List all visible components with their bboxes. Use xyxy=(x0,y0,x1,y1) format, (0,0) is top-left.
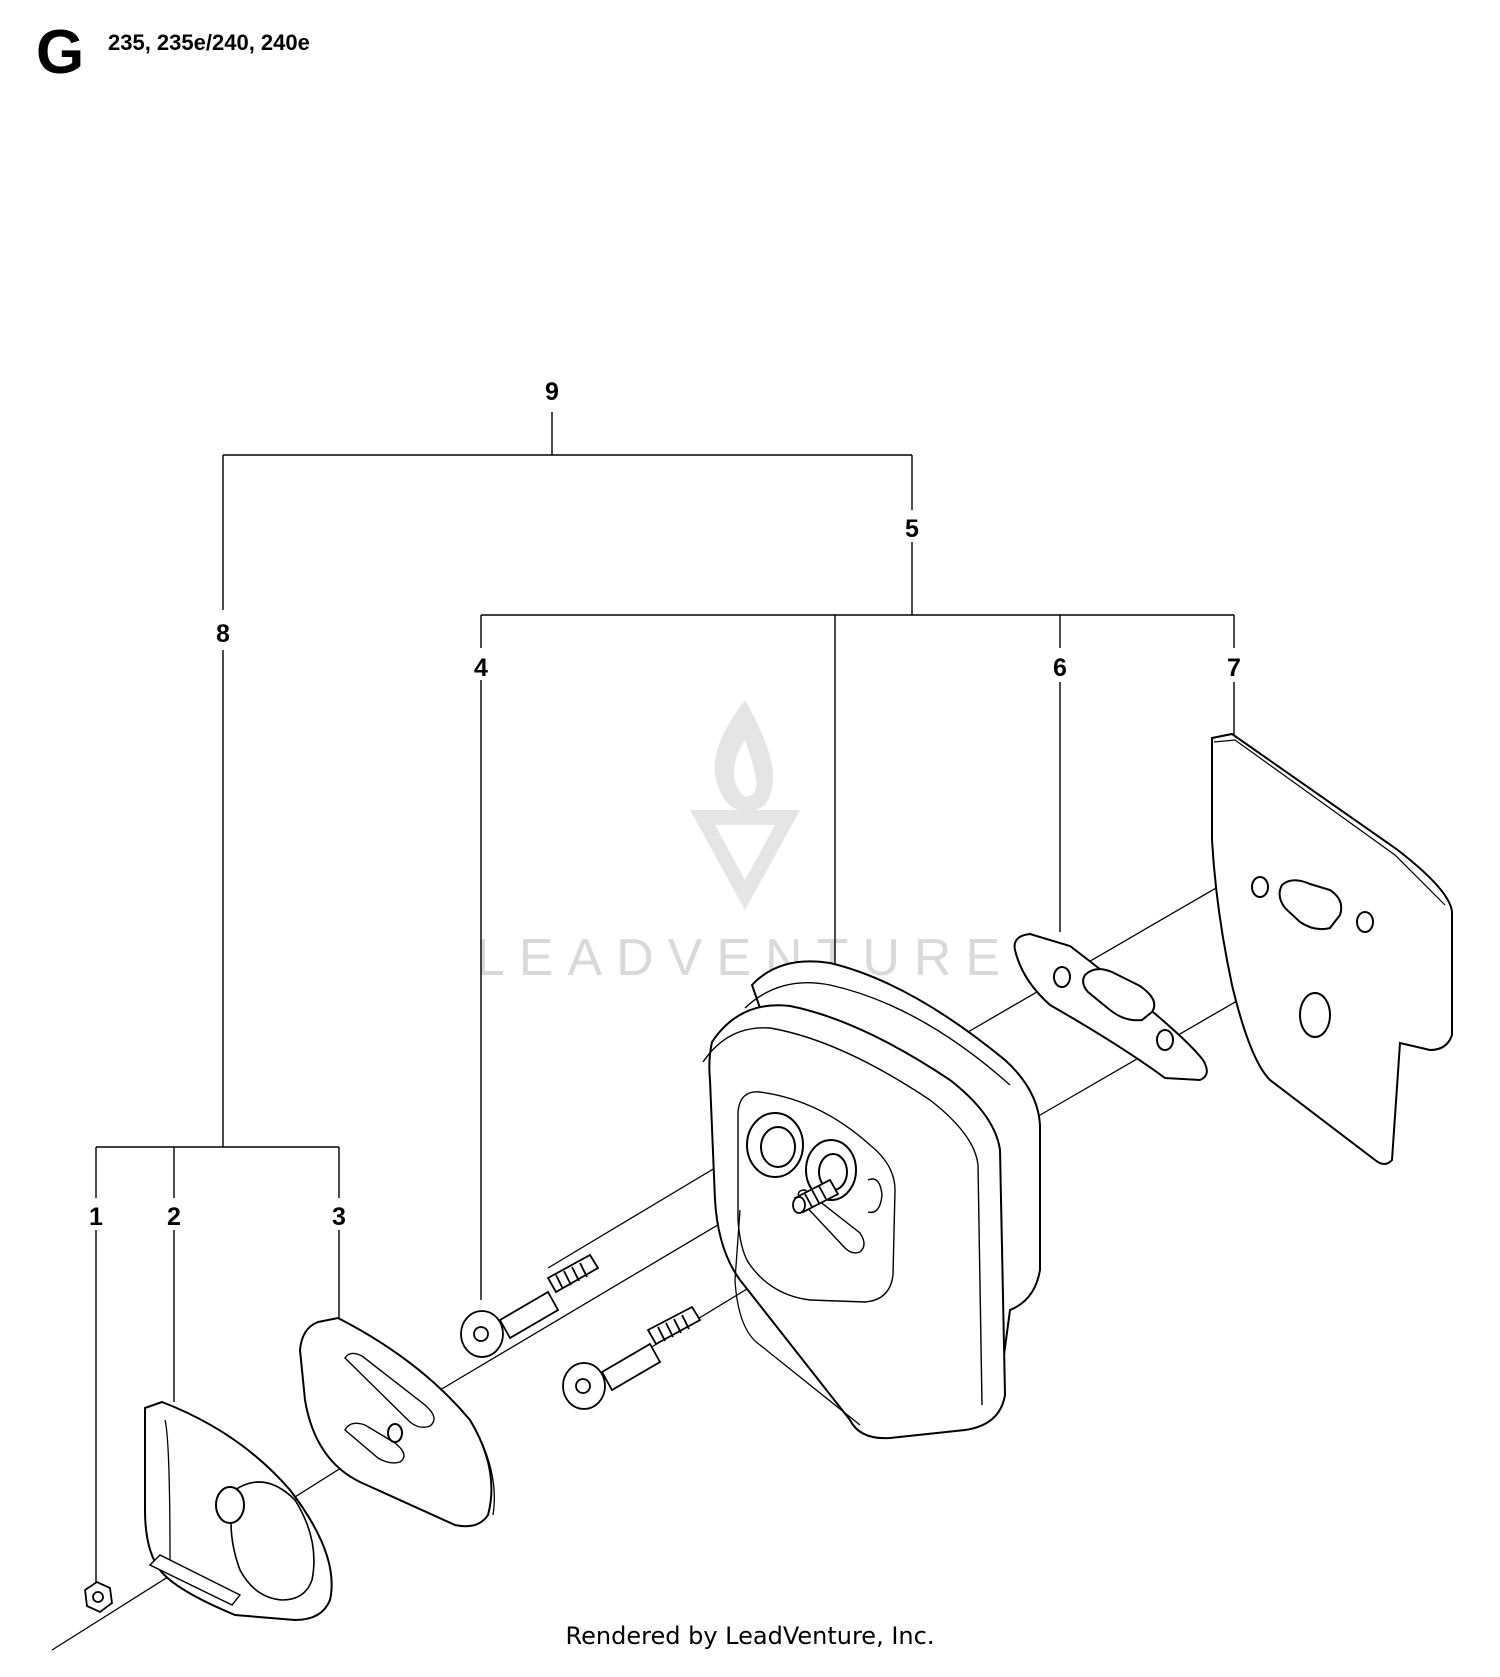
watermark-text: LEADVENTURE xyxy=(476,929,1014,987)
footer-credit: Rendered by LeadVenture, Inc. xyxy=(565,1622,935,1650)
part-gasket xyxy=(1013,932,1208,1082)
callout-3: 3 xyxy=(332,1203,346,1231)
part-nut xyxy=(84,1580,113,1614)
part-stud xyxy=(792,1178,840,1214)
part-muffler xyxy=(702,960,1041,1440)
model-list: 235, 235e/240, 240e xyxy=(108,30,310,55)
section-letter: G xyxy=(36,18,85,87)
callout-5: 5 xyxy=(905,515,919,543)
callout-9: 9 xyxy=(545,378,559,406)
part-muffler-cover xyxy=(144,1400,333,1622)
leader-lines xyxy=(95,412,1235,1592)
part-screw-lower xyxy=(562,1305,702,1410)
callout-2: 2 xyxy=(167,1203,181,1231)
callout-labels: 9 5 8 4 6 7 1 2 3 xyxy=(89,378,1241,1231)
callout-6: 6 xyxy=(1053,654,1067,682)
part-spark-screen xyxy=(298,1316,495,1528)
callout-7: 7 xyxy=(1227,654,1241,682)
part-heat-shield xyxy=(1211,732,1453,1165)
part-screw-upper xyxy=(460,1253,600,1358)
callout-1: 1 xyxy=(89,1203,103,1231)
callout-8: 8 xyxy=(216,620,230,648)
watermark-logo xyxy=(690,700,800,910)
callout-4: 4 xyxy=(474,654,488,682)
